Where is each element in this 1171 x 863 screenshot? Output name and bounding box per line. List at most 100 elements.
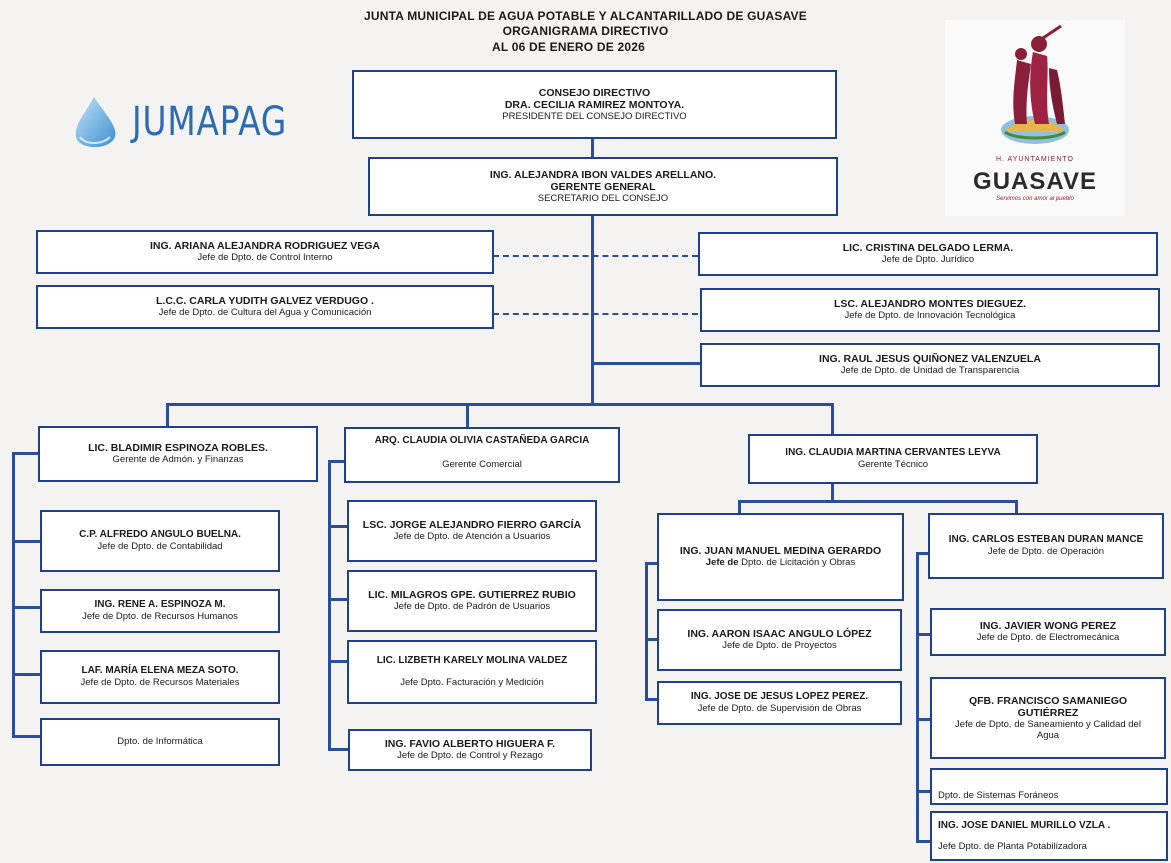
guasave-emblem-icon xyxy=(1001,24,1069,144)
guasave-logo: H. AYUNTAMIENTO GUASAVE Servimos con amo… xyxy=(945,20,1125,216)
connector-line xyxy=(916,840,932,843)
node-role: Jefe de Dpto. Jurídico xyxy=(881,254,975,266)
connector-line xyxy=(591,215,594,405)
connector-line xyxy=(166,403,169,427)
connector-line xyxy=(592,362,700,365)
node-control-rezago: ING. FAVIO ALBERTO HIGUERA F. Jefe de Dp… xyxy=(348,729,592,771)
connector-line xyxy=(831,482,834,502)
jumapag-wordmark: JUMAPAG xyxy=(132,99,288,145)
org-date: AL 06 DE ENERO DE 2026 xyxy=(492,40,645,54)
staff-link xyxy=(493,255,698,257)
node-control-interno: ING. ARIANA ALEJANDRA RODRIGUEZ VEGA Jef… xyxy=(36,230,494,274)
node-role: Jefe de Dpto. de Control y Rezago xyxy=(397,750,543,762)
connector-line xyxy=(328,460,346,463)
node-role: Jefe de Dpto. de Operación xyxy=(987,546,1105,558)
node-name: ING. JAVIER WONG PEREZ xyxy=(979,620,1117,633)
connector-line xyxy=(466,403,469,428)
node-consejo-directivo: CONSEJO DIRECTIVO DRA. CECILIA RAMIREZ M… xyxy=(352,70,837,139)
node-role: Jefe de Dpto. de Contabilidad xyxy=(97,541,223,553)
node-recursos-materiales: LAF. MARÍA ELENA MEZA SOTO. Jefe de Dpto… xyxy=(40,650,280,704)
node-role: PRESIDENTE DEL CONSEJO DIRECTIVO xyxy=(502,110,687,122)
node-recursos-humanos: ING. RENE A. ESPINOZA M. Jefe de Dpto. d… xyxy=(40,589,280,633)
connector-line xyxy=(12,673,42,676)
node-informatica: Dpto. de Informática xyxy=(40,718,280,766)
connector-line xyxy=(12,540,42,543)
node-name: LSC. JORGE ALEJANDRO FIERRO GARCÍA xyxy=(362,519,582,532)
node-name: L.C.C. CARLA YUDITH GALVEZ VERDUGO . xyxy=(156,295,374,308)
node-facturacion: LIC. LIZBETH KARELY MOLINA VALDEZ Jefe D… xyxy=(347,640,597,704)
node-role: SECRETARIO DEL CONSEJO xyxy=(537,192,669,204)
node-name: LAF. MARÍA ELENA MEZA SOTO. xyxy=(81,665,239,677)
node-name: ING. CLAUDIA MARTINA CERVANTES LEYVA xyxy=(785,447,1001,459)
connector-line xyxy=(12,735,42,738)
node-transparencia: ING. RAUL JESUS QUIÑONEZ VALENZUELA Jefe… xyxy=(700,343,1160,387)
org-title: JUNTA MUNICIPAL DE AGUA POTABLE Y ALCANT… xyxy=(364,9,807,23)
node-role: Jefe de Dpto. de Innovación Tecnológica xyxy=(844,310,1016,322)
jumapag-logo: JUMAPAG xyxy=(72,93,312,153)
node-role: Jefe Dpto. de Planta Potabilizadora xyxy=(938,840,1087,852)
node-planta-potabilizadora: ING. JOSE DANIEL MURILLO VZLA . Jefe Dpt… xyxy=(930,811,1168,861)
node-role: Jefe de Dpto. de Unidad de Transparencia xyxy=(840,365,1020,377)
node-cultura-agua: L.C.C. CARLA YUDITH GALVEZ VERDUGO . Jef… xyxy=(36,285,494,329)
node-role: Jefe de Dpto. de Supervisión de Obras xyxy=(697,703,862,715)
node-supervision-obras: ING. JOSE DE JESUS LOPEZ PEREZ. Jefe de … xyxy=(657,681,902,725)
node-operacion: ING. CARLOS ESTEBAN DURAN MANCE Jefe de … xyxy=(928,513,1164,579)
guasave-name: GUASAVE xyxy=(973,168,1097,195)
node-role: Jefe de Dpto. de Atención a Usuarios xyxy=(393,531,551,543)
connector-line xyxy=(645,562,648,700)
connector-line xyxy=(328,660,348,663)
node-gerente-comercial: ARQ. CLAUDIA OLIVIA CASTAÑEDA GARCIA Ger… xyxy=(344,427,620,483)
connector-line xyxy=(12,452,40,455)
node-role-prefix: Jefe de xyxy=(705,557,739,569)
node-name: QFB. FRANCISCO SAMANIEGO GUTIÉRREZ xyxy=(968,694,1128,719)
node-role: Jefe Dpto. Facturación y Medición xyxy=(400,677,544,689)
node-role: Dpto. de Licitación y Obras xyxy=(741,557,856,569)
water-drop-icon xyxy=(75,97,116,148)
connector-line xyxy=(738,500,1018,503)
node-name: LIC. MILAGROS GPE. GUTIERREZ RUBIO xyxy=(368,589,576,602)
connector-line xyxy=(328,460,331,750)
connector-line xyxy=(166,403,834,406)
connector-line xyxy=(645,638,659,641)
node-name: LSC. ALEJANDRO MONTES DIEGUEZ. xyxy=(833,298,1027,311)
node-gerente-general: ING. ALEJANDRA IBON VALDES ARELLANO. GER… xyxy=(368,157,838,216)
guasave-tagline: Servimos con amor al pueblo xyxy=(996,196,1074,202)
node-name: LIC. BLADIMIR ESPINOZA ROBLES. xyxy=(88,442,268,455)
node-role: Jefe de Dpto. de Recursos Materiales xyxy=(80,677,240,689)
connector-line xyxy=(328,598,348,601)
connector-line xyxy=(916,552,930,555)
node-padron-usuarios: LIC. MILAGROS GPE. GUTIERREZ RUBIO Jefe … xyxy=(347,570,597,632)
node-role: Gerente de Admón. y Finanzas xyxy=(112,454,244,466)
staff-link xyxy=(493,313,698,315)
node-admon-finanzas: LIC. BLADIMIR ESPINOZA ROBLES. Gerente d… xyxy=(38,426,318,482)
node-licitacion-obras: ING. JUAN MANUEL MEDINA GERARDO Jefe de … xyxy=(657,513,904,601)
node-electromecanica: ING. JAVIER WONG PEREZ Jefe de Dpto. de … xyxy=(930,608,1166,656)
node-role: Jefe de Dpto. de Proyectos xyxy=(722,640,837,652)
node-sistemas-foraneos: Dpto. de Sistemas Foráneos xyxy=(930,768,1168,805)
node-title: CONSEJO DIRECTIVO xyxy=(538,86,651,99)
connector-line xyxy=(916,633,932,636)
node-name: LIC. LIZBETH KARELY MOLINA VALDEZ xyxy=(376,655,568,667)
connector-line xyxy=(916,552,919,842)
node-role: Gerente Técnico xyxy=(857,459,929,471)
node-saneamiento: QFB. FRANCISCO SAMANIEGO GUTIÉRREZ Jefe … xyxy=(930,677,1166,759)
node-name: ING. RENE A. ESPINOZA M. xyxy=(94,599,226,611)
node-name: ING. AARON ISAAC ANGULO LÓPEZ xyxy=(687,628,872,641)
connector-line xyxy=(645,562,659,565)
node-name: ING. ALEJANDRA IBON VALDES ARELLANO. xyxy=(489,168,717,181)
org-subtitle: ORGANIGRAMA DIRECTIVO xyxy=(502,24,669,38)
node-title: GERENTE GENERAL xyxy=(550,180,656,193)
node-name: ING. JUAN MANUEL MEDINA GERARDO xyxy=(679,545,882,558)
node-name: C.P. ALFREDO ANGULO BUELNA. xyxy=(79,529,241,541)
connector-line xyxy=(831,403,834,436)
node-role: Jefe de Dpto. de Cultura del Agua y Comu… xyxy=(158,307,372,319)
node-name: ING. FAVIO ALBERTO HIGUERA F. xyxy=(384,738,556,751)
connector-line xyxy=(328,748,348,751)
node-atencion-usuarios: LSC. JORGE ALEJANDRO FIERRO GARCÍA Jefe … xyxy=(347,500,597,562)
node-name: ING. CARLOS ESTEBAN DURAN MANCE xyxy=(948,534,1144,546)
node-name: LIC. CRISTINA DELGADO LERMA. xyxy=(842,242,1014,255)
connector-line xyxy=(645,698,659,701)
node-role: Gerente Comercial xyxy=(442,459,522,470)
node-name: ING. ARIANA ALEJANDRA RODRIGUEZ VEGA xyxy=(149,240,381,253)
